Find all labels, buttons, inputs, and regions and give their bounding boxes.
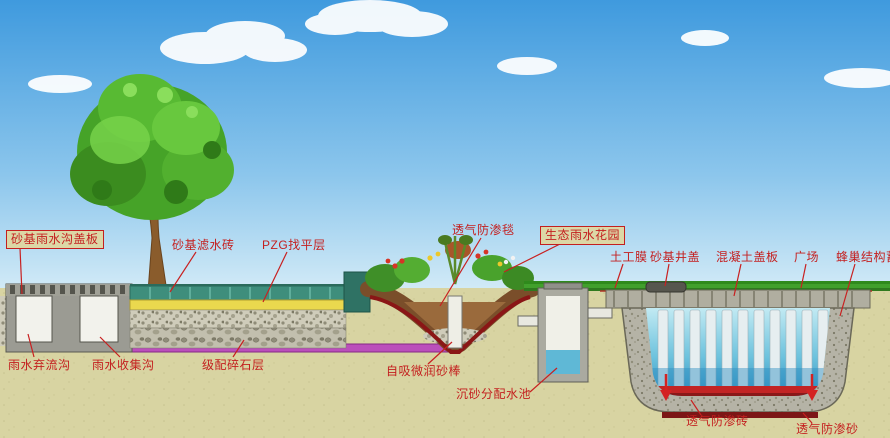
graded-gravel (129, 327, 347, 349)
leader-line (19, 247, 23, 295)
leader-line (614, 263, 624, 289)
label-sand-filter-brick: 砂基滤水砖 (172, 238, 235, 252)
label-rainwater-diversion: 雨水弃流沟 (8, 358, 71, 372)
leveling-layer (129, 299, 347, 311)
leader-line (439, 237, 482, 307)
sand-rod (447, 295, 463, 349)
tree (70, 74, 234, 293)
concrete-cover-band (605, 289, 871, 309)
rainwater-gutter (0, 283, 133, 353)
impermeable-blanket (369, 295, 531, 354)
leader-line (27, 333, 35, 358)
label-geomembrane: 土工膜 (610, 250, 648, 264)
leader-line (503, 243, 561, 273)
leader-line (99, 336, 121, 358)
label-honeycomb-cistern: 蜂巢结构蓄水井 (836, 250, 890, 264)
sediment-tank (517, 282, 613, 383)
label-sand-manhole-cover: 砂基井盖 (650, 250, 701, 264)
down-arrows (660, 374, 818, 401)
leader-line (664, 263, 670, 287)
leader-line (427, 341, 453, 365)
label-breathable-blanket: 透气防渗毯 (452, 223, 515, 237)
leader-line (733, 263, 742, 297)
leader-line (800, 263, 807, 289)
clouds (28, 0, 890, 93)
leader-line (690, 399, 702, 416)
label-pzg-leveling-layer: PZG找平层 (262, 238, 326, 252)
leader-line (169, 251, 197, 293)
impermeable-sand-layer (662, 412, 818, 418)
filter-brick-layer (129, 285, 347, 301)
leader-lines (19, 237, 856, 424)
leader-line (262, 251, 288, 303)
pavement-layers (129, 271, 371, 349)
leader-line (839, 263, 856, 317)
leader-line (802, 412, 813, 424)
label-breathable-brick: 透气防渗砖 (686, 414, 749, 428)
label-eco-rain-garden: 生态雨水花园 (540, 226, 626, 245)
label-breathable-sand: 透气防渗砂 (796, 422, 859, 436)
impermeable-brick-layer (646, 386, 830, 393)
garden-plants (365, 235, 534, 292)
label-self-priming-sand-rod: 自吸微润砂棒 (386, 364, 462, 378)
leader-line (529, 367, 558, 393)
label-rainwater-collection: 雨水收集沟 (92, 358, 155, 372)
collection-channel (79, 295, 119, 343)
label-plaza: 广场 (794, 250, 820, 264)
label-graded-gravel-layer: 级配碎石层 (202, 358, 265, 372)
cistern (600, 281, 872, 418)
diversion-channel (15, 295, 53, 343)
label-concrete-cover-plate: 混凝土盖板 (716, 250, 779, 264)
leader-line (232, 339, 245, 358)
label-sand-gutter-cover: 砂基雨水沟盖板 (6, 230, 104, 249)
rain-garden (360, 235, 540, 354)
label-sediment-pool: 沉砂分配水池 (456, 387, 532, 401)
